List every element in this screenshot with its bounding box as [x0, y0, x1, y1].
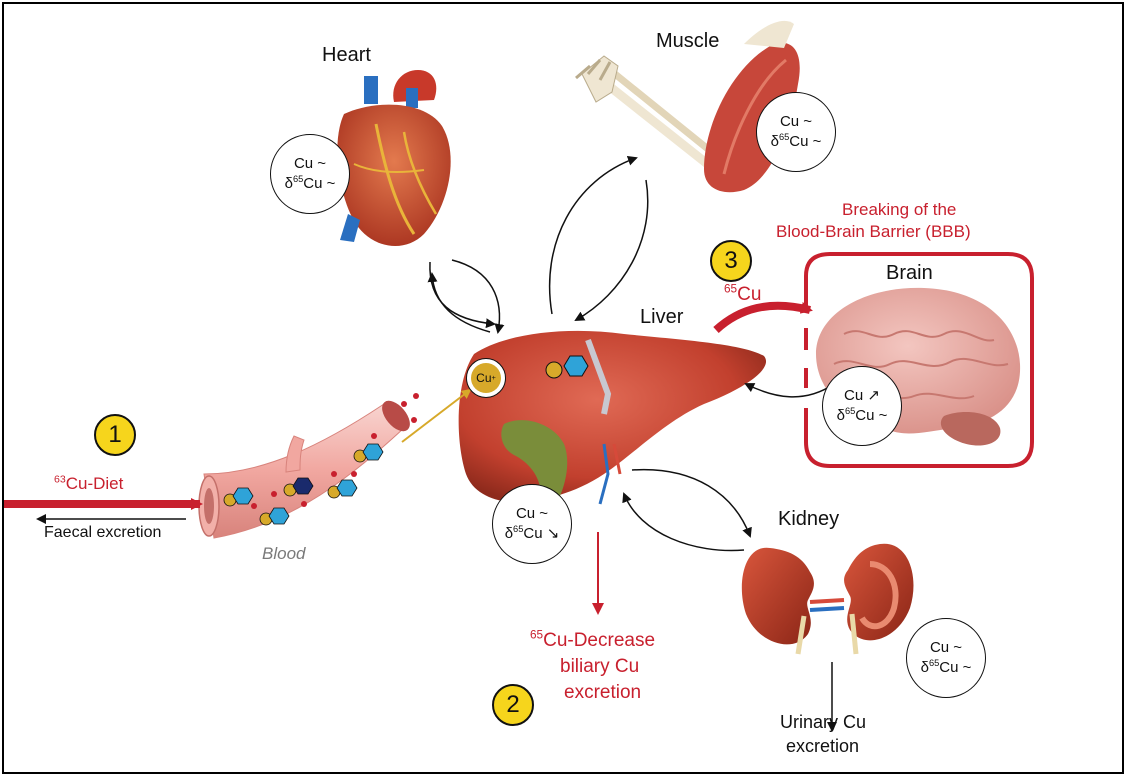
muscle-delta-isotope: 65	[779, 132, 789, 142]
brain-status-circle: Cu ↗ δ65Cu ~	[822, 366, 902, 446]
muscle-cu-level: Cu ~	[780, 112, 812, 132]
biliary-text-line1: Cu-Decrease	[543, 630, 655, 651]
heart-status-circle: Cu ~ δ65Cu ~	[270, 134, 350, 214]
liver-cu-level: Cu ~	[516, 504, 548, 524]
liver-delta-line: δ65Cu ↘	[505, 524, 560, 544]
liver-to-brain-arrow	[716, 306, 810, 330]
muscle-to-liver-arrow	[576, 180, 648, 320]
brain-to-liver-arrow	[746, 384, 834, 397]
cu-ion-core: Cu+	[471, 363, 501, 393]
muscle-label: Muscle	[656, 30, 719, 53]
brain-delta-value: Cu ~	[855, 407, 887, 424]
kidney-illustration	[742, 544, 914, 654]
cu-ion-text: Cu	[476, 371, 491, 385]
heart-cu-level: Cu ~	[294, 154, 326, 174]
cu-ion-marker: Cu+	[466, 358, 506, 398]
liver-status-circle: Cu ~ δ65Cu ↘	[492, 484, 572, 564]
biliary-label-line1: 65Cu-Decrease	[530, 630, 655, 652]
diet-isotope: 63	[54, 473, 66, 485]
brain-delta-line: δ65Cu ~	[837, 406, 888, 426]
biliary-label-line3: excretion	[564, 682, 641, 704]
muscle-status-circle: Cu ~ δ65Cu ~	[756, 92, 836, 172]
urinary-label-line1: Urinary Cu	[780, 712, 866, 733]
heart-to-liver-arrow	[430, 262, 494, 324]
kidney-delta-value: Cu ~	[939, 659, 971, 676]
heart-label: Heart	[322, 44, 371, 67]
kidney-to-liver-arrow	[624, 494, 744, 551]
muscle-delta-line: δ65Cu ~	[771, 132, 822, 152]
step-1-badge: 1	[94, 414, 136, 456]
brain-flux-text: Cu	[737, 284, 761, 305]
step-2-badge: 2	[492, 684, 534, 726]
biliary-isotope: 65	[530, 629, 543, 642]
liver-illustration	[459, 331, 766, 516]
faecal-excretion-label: Faecal excretion	[44, 524, 161, 542]
liver-delta-symbol: δ	[505, 525, 513, 542]
liver-delta-isotope: 65	[513, 524, 523, 534]
liver-delta-value: Cu ↘	[523, 525, 559, 542]
kidney-cu-level: Cu ~	[930, 638, 962, 658]
blood-vessel-illustration	[199, 393, 419, 538]
diet-text: Cu-Diet	[66, 474, 124, 493]
kidney-delta-isotope: 65	[929, 658, 939, 668]
brain-delta-symbol: δ	[837, 407, 845, 424]
muscle-delta-value: Cu ~	[789, 133, 821, 150]
bbb-label-line1: Breaking of the	[842, 200, 956, 220]
kidney-status-circle: Cu ~ δ65Cu ~	[906, 618, 986, 698]
blood-label: Blood	[262, 544, 305, 564]
heart-delta-symbol: δ	[285, 175, 293, 192]
diet-label: 63Cu-Diet	[54, 474, 123, 494]
heart-delta-value: Cu ~	[303, 175, 335, 192]
heart-return-arrow	[432, 274, 490, 332]
heart-delta-isotope: 65	[293, 174, 303, 184]
bbb-label-line2: Blood-Brain Barrier (BBB)	[776, 222, 971, 242]
brain-flux-isotope: 65	[724, 283, 737, 296]
heart-delta-line: δ65Cu ~	[285, 174, 336, 194]
step-3-badge: 3	[710, 240, 752, 282]
biliary-label-line2: biliary Cu	[560, 656, 639, 678]
kidney-delta-symbol: δ	[921, 659, 929, 676]
kidney-delta-line: δ65Cu ~	[921, 658, 972, 678]
brain-flux-label: 65Cu	[724, 284, 761, 306]
liver-label: Liver	[640, 306, 683, 329]
brain-delta-isotope: 65	[845, 406, 855, 416]
liver-to-muscle-arrow	[550, 158, 636, 314]
brain-label: Brain	[886, 262, 933, 285]
muscle-delta-symbol: δ	[771, 133, 779, 150]
kidney-label: Kidney	[778, 508, 839, 531]
urinary-label-line2: excretion	[786, 736, 859, 757]
brain-cu-level: Cu ↗	[844, 386, 880, 406]
